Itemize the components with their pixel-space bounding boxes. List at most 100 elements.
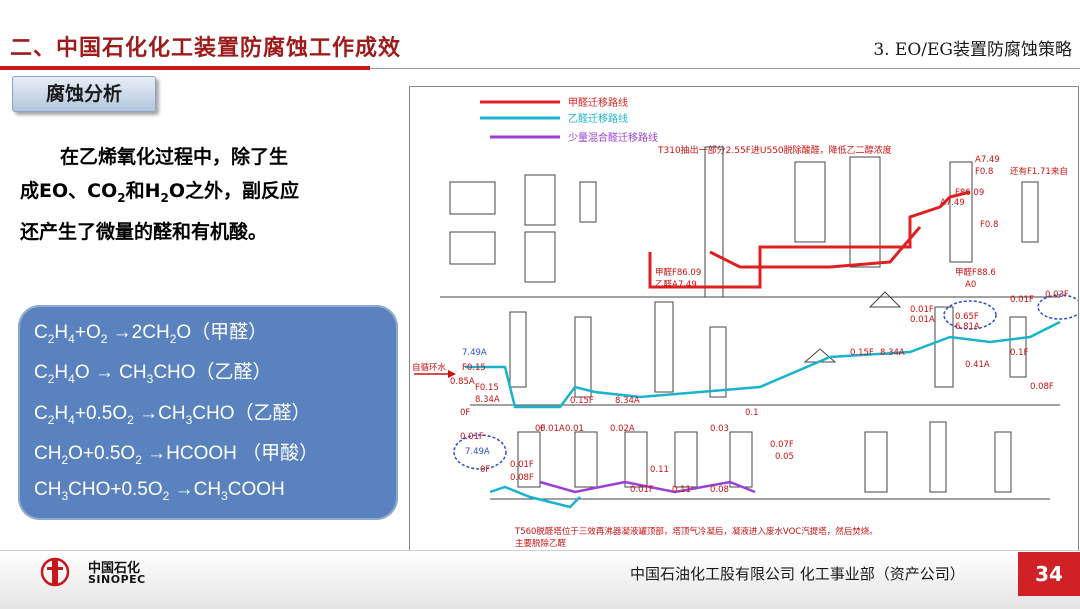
column-a <box>579 181 597 223</box>
flow-label: 0.1F <box>1010 348 1029 358</box>
equation-3-part: →CH <box>133 403 186 424</box>
equation-2: C2H4O → CH3CHO（乙醛） <box>34 357 272 386</box>
route-mixed-aldehyde <box>539 480 756 494</box>
flow-label: A7.49 <box>975 155 1000 165</box>
intro-line-2-b: 和H <box>125 180 161 202</box>
flow-label: 0.08F <box>510 473 534 483</box>
logo-text-cn: 中国石化 <box>88 561 141 576</box>
equation-panel: C2H4+O2 →2CH2O（甲醛）C2H4O → CH3CHO（乙醛）C2H4… <box>18 305 398 520</box>
flow-label: 0.15F <box>570 396 594 406</box>
flow-label: 7.49A <box>462 348 487 358</box>
highlight-ellipse-2 <box>943 300 997 330</box>
tank-roof-1 <box>868 291 902 308</box>
page-title: 二、中国石化化工装置防腐蚀工作成效 <box>10 35 402 61</box>
flow-label: 0.01F <box>510 460 534 470</box>
flow-label: 0.01F <box>630 485 654 495</box>
column-j <box>934 306 954 388</box>
column-d <box>949 161 973 263</box>
equation-1-part: H <box>54 322 69 343</box>
exchanger-2 <box>524 231 556 283</box>
equation-5-part: CH <box>34 479 62 500</box>
flow-label: 0.1 <box>745 408 759 418</box>
route-acetaldehyde-2 <box>489 485 581 509</box>
equation-5-part: 3 <box>221 488 228 503</box>
flow-label: 7.49A <box>465 447 490 457</box>
equation-1-part: C <box>34 322 48 343</box>
evaporator-1 <box>517 431 541 488</box>
intro-line-3: 还产生了微量的醛和有机酸。 <box>20 215 365 249</box>
equation-2-part: 2 <box>47 371 55 386</box>
equation-4: CH2O+0.5O2 →HCOOH （甲酸） <box>34 438 318 467</box>
equation-3-part: +0.5O <box>74 403 128 424</box>
route-acetaldehyde <box>465 320 1061 409</box>
equation-3: C2H4+0.5O2 →CH3CHO（乙醛） <box>34 398 310 427</box>
flow-label: 0F <box>480 465 490 475</box>
intro-line-1: 在乙烯氧化过程中，除了生 <box>20 140 365 174</box>
flow-label: F0.8 <box>980 220 998 230</box>
flow-label: 0.01F <box>1010 295 1034 305</box>
sinopec-logo-svg <box>40 557 70 587</box>
flow-label: 乙醛A7.49 <box>655 279 697 290</box>
flow-label: 0.07F <box>770 440 794 450</box>
flow-label: 0.15F <box>850 348 874 358</box>
flow-label: 0.01F <box>460 432 484 442</box>
column-n <box>994 431 1012 493</box>
evaporator-4 <box>674 431 698 488</box>
flow-label: 0.01A <box>540 424 565 434</box>
legend-label-mixed-aldehyde: 少量混合醛迁移路线 <box>568 131 658 144</box>
equation-4-part: 2 <box>135 452 142 467</box>
flow-label: 0.03F <box>1045 290 1069 300</box>
flow-label: 自循环水 <box>412 362 447 373</box>
note-top: T310抽出一部分2.55F进U550脱除酸醛，降低乙二醇浓度 <box>657 144 892 156</box>
equation-1-part: O（甲醛） <box>176 322 268 343</box>
flow-label: 甲醛F88.6 <box>955 267 996 278</box>
equation-3-part: H <box>54 403 69 424</box>
flow-label: 0.41A <box>965 360 990 370</box>
evaporator-5 <box>729 431 753 488</box>
intro-paragraph: 在乙烯氧化过程中，除了生 成EO、CO2和H2O之外，副反应 还产生了微量的醛和… <box>20 140 365 249</box>
equation-5: CH3CHO+0.5O2 →CH3COOH <box>34 479 285 503</box>
intro-line-3-text: 还产生了微量的醛和有机酸。 <box>20 220 268 243</box>
equation-2-part: CHO（乙醛） <box>153 362 272 383</box>
equation-5-part: CHO+0.5O <box>68 479 163 500</box>
column-f <box>509 311 527 388</box>
flow-label: 0F <box>460 408 470 418</box>
flow-label: 8.34A <box>615 396 640 406</box>
vessel-1 <box>449 181 496 215</box>
note-bottom-2: 主要脱除乙醛 <box>515 538 567 549</box>
flow-label: 0.11 <box>672 485 691 495</box>
flow-label: 0.05 <box>775 452 794 462</box>
flow-label: F0.15 <box>462 363 486 373</box>
equation-2-part: H <box>54 362 69 383</box>
flow-label: 0.08F <box>1030 382 1054 392</box>
evaporator-2 <box>574 431 598 488</box>
process-flow-diagram: 甲醛迁移路线 乙醛迁移路线 少量混合醛迁移路线 T310抽出一部分2.55F进U… <box>409 86 1079 552</box>
header-divider-red <box>0 66 370 70</box>
equation-4-part: →HCOOH （甲酸） <box>141 443 319 464</box>
flow-label: A7.49 <box>940 198 965 208</box>
equation-2-part: O → CH <box>74 362 147 383</box>
sinopec-logo-icon <box>40 552 70 592</box>
equation-3-part: 4 <box>68 412 75 427</box>
flow-label: 0.11 <box>650 465 669 475</box>
equipment-group <box>440 146 1060 500</box>
column-g <box>574 316 592 398</box>
column-b <box>794 161 826 243</box>
equation-2-part: 4 <box>68 371 75 386</box>
inlet-arrow-head <box>448 370 456 378</box>
intro-line-2: 成EO、CO2和H2O之外，副反应 <box>20 174 365 215</box>
column-e <box>1021 181 1039 243</box>
equation-1-part: →2CH <box>107 322 170 343</box>
equation-1: C2H4+O2 →2CH2O（甲醛） <box>34 317 267 346</box>
flow-label: 0.08 <box>710 485 729 495</box>
equation-3-part: 2 <box>127 412 134 427</box>
intro-line-1-text: 在乙烯氧化过程中，除了生 <box>60 146 289 168</box>
intro-line-2-a: 成EO、CO <box>20 180 118 202</box>
logo-text-en: SINOPEC <box>88 573 146 586</box>
equation-2-part: 3 <box>146 371 154 386</box>
equation-3-part: 2 <box>47 412 55 427</box>
column-k <box>1009 316 1027 378</box>
column-l <box>864 431 888 493</box>
exchanger-1 <box>524 174 556 226</box>
flow-label: 还有F1.71来自 <box>1010 166 1068 177</box>
